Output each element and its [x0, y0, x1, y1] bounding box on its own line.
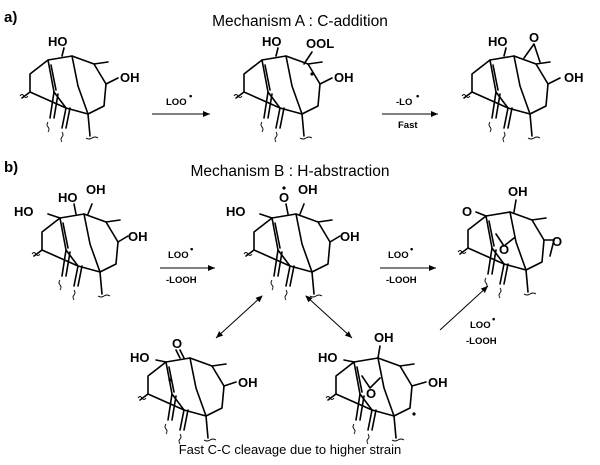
molecule-a1: HO OH — [19, 34, 140, 143]
arrow-b1: LOO • -LOOH — [160, 244, 215, 286]
a1-oh-right: OH — [120, 70, 140, 85]
b5-oh-top: OH — [374, 330, 394, 345]
a3-epoxide-o: O — [529, 30, 539, 45]
arrow-a2-radical: • — [416, 91, 420, 102]
b3-o-left: O — [462, 204, 472, 219]
b3-o-right: O — [552, 234, 562, 249]
b2-oh-left: HO — [226, 204, 246, 219]
arrow-b3-radical: • — [492, 314, 496, 325]
b4-oh-right: OH — [238, 375, 258, 390]
b5-oh-right: OH — [428, 375, 448, 390]
b3-oh-top: OH — [508, 184, 528, 199]
arrow-b1-radical: • — [190, 244, 194, 255]
b5-o-bridge: O — [366, 386, 376, 401]
a2-oh-right: OH — [334, 70, 354, 85]
molecule-b2: HO O OH OH — [226, 182, 360, 301]
arrow-a2-reagent: -LO — [396, 97, 412, 108]
molecule-a2: HO OOL OH — [233, 34, 354, 143]
a3-oh-top: HO — [488, 34, 508, 49]
a3-oh-right: OH — [564, 70, 584, 85]
arrow-a1-radical: • — [189, 91, 193, 102]
b5-oh-left: HO — [318, 350, 338, 365]
a1-oh-top: HO — [48, 34, 68, 49]
arrow-b1-byproduct: -LOOH — [166, 275, 197, 286]
molecule-b4: HO O OH — [130, 336, 258, 445]
b1-oh-right: OH — [128, 229, 148, 244]
arrow-a1: LOO • — [152, 91, 210, 117]
arrow-a2-condition: Fast — [398, 120, 418, 131]
b4-oh-left: HO — [130, 350, 150, 365]
arrow-b2-reagent: LOO — [388, 250, 409, 261]
arrow-b3: LOO • -LOOH — [439, 285, 497, 347]
a2-oh-top: HO — [262, 34, 282, 49]
panel-b-title: Mechanism B : H-abstraction — [191, 163, 390, 180]
resonance-arrow-right — [305, 295, 353, 339]
b4-o-carbonyl: O — [172, 336, 182, 351]
arrow-b2-radical: • — [410, 244, 414, 255]
arrow-b2: LOO • -LOOH — [380, 244, 436, 286]
panel-b-label: b) — [4, 159, 18, 176]
arrow-b2-byproduct: -LOOH — [386, 275, 417, 286]
molecule-b3: O OH O O — [457, 184, 562, 299]
molecule-b5: OH HO O OH — [318, 330, 448, 445]
a2-ool: OOL — [306, 36, 334, 51]
b1-oh-top2: OH — [86, 182, 106, 197]
panel-a-label: a) — [4, 9, 17, 26]
arrow-a2: -LO • Fast — [382, 91, 438, 131]
b1-oh-left: HO — [14, 204, 34, 219]
molecule-b1: HO HO OH OH — [14, 182, 148, 301]
panel-a-title: Mechanism A : C-addition — [212, 13, 388, 30]
arrow-b3-reagent: LOO — [470, 320, 491, 331]
resonance-arrow-left — [215, 295, 263, 339]
arrow-a1-reagent: LOO — [166, 97, 187, 108]
b2-o-radical: O — [279, 190, 289, 205]
molecule-a3: HO O OH — [461, 30, 584, 143]
b1-oh-top: HO — [58, 190, 78, 205]
b2-oh-top: OH — [298, 182, 318, 197]
b2-oh-right: OH — [340, 229, 360, 244]
arrow-b1-reagent: LOO — [168, 250, 189, 261]
caption: Fast C-C cleavage due to higher strain — [179, 442, 402, 457]
arrow-b3-byproduct: -LOOH — [466, 336, 497, 347]
b3-o-bridge: O — [499, 242, 509, 257]
